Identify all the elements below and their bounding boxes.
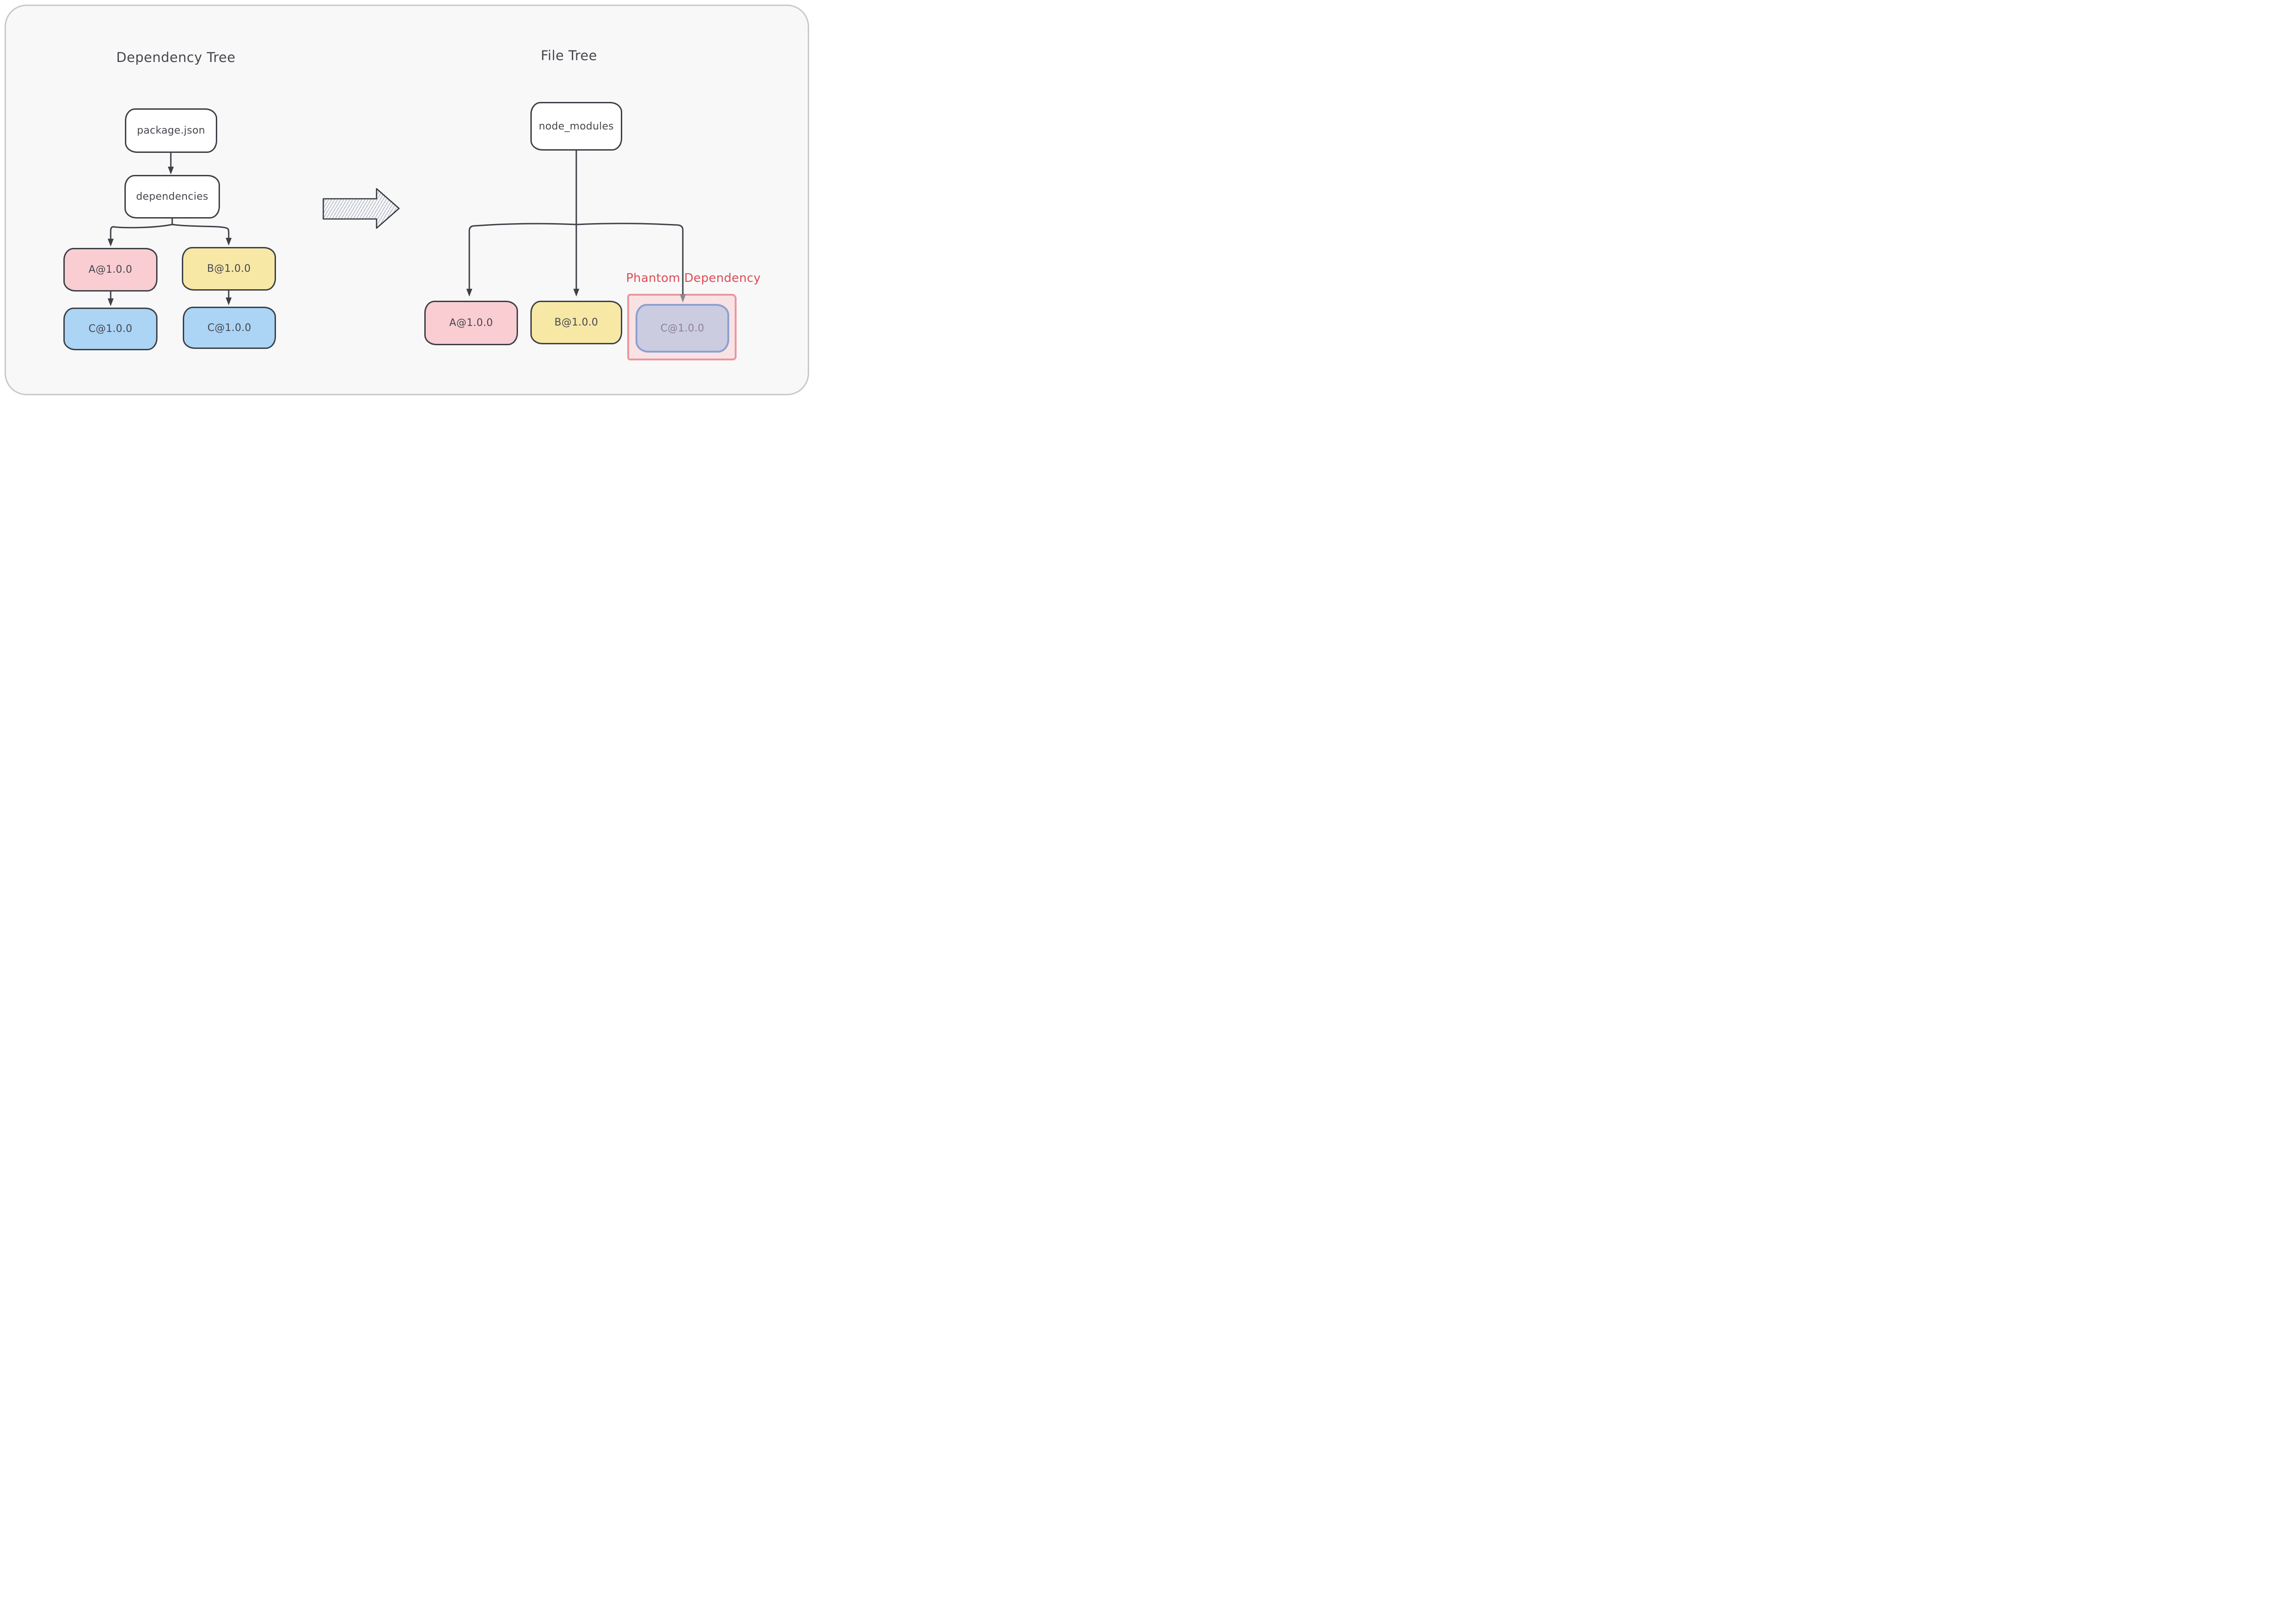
diagram-canvas: Dependency Tree File Tree package.json d… bbox=[0, 0, 814, 400]
arrowhead bbox=[225, 297, 232, 305]
arrowhead bbox=[107, 239, 114, 247]
arrowhead bbox=[573, 289, 580, 297]
node-a-file-tree: A@1.0.0 bbox=[424, 301, 518, 345]
edge-dependencies-a-b bbox=[107, 218, 232, 247]
node-c-phantom: C@1.0.0 bbox=[636, 304, 729, 353]
edge-b-c bbox=[225, 290, 232, 305]
node-package-json: package.json bbox=[125, 108, 217, 153]
node-b-dep-tree: B@1.0.0 bbox=[182, 247, 276, 291]
node-label: B@1.0.0 bbox=[207, 263, 251, 275]
connector-layer bbox=[107, 150, 686, 306]
right-diagram-title: File Tree bbox=[540, 48, 597, 63]
node-label: C@1.0.0 bbox=[88, 323, 133, 335]
node-label: B@1.0.0 bbox=[554, 317, 598, 328]
node-label: A@1.0.0 bbox=[449, 317, 493, 329]
arrowhead bbox=[168, 167, 174, 174]
arrowhead bbox=[225, 238, 232, 246]
node-c-under-b: C@1.0.0 bbox=[183, 307, 276, 349]
edge-packagejson-dependencies bbox=[168, 152, 174, 174]
node-label: package.json bbox=[137, 125, 205, 136]
node-c-under-a: C@1.0.0 bbox=[63, 308, 158, 350]
node-label: C@1.0.0 bbox=[660, 322, 704, 334]
node-dependencies: dependencies bbox=[124, 175, 220, 219]
node-label: C@1.0.0 bbox=[207, 322, 252, 334]
node-a-dep-tree: A@1.0.0 bbox=[63, 248, 158, 292]
phantom-dependency-annotation: Phantom Dependency bbox=[626, 271, 761, 285]
right-arrow-icon bbox=[322, 188, 400, 229]
edge-nodemodules-children bbox=[466, 150, 686, 303]
node-label: A@1.0.0 bbox=[88, 264, 133, 275]
node-label: dependencies bbox=[136, 191, 208, 202]
left-diagram-title: Dependency Tree bbox=[116, 50, 236, 65]
arrowhead bbox=[466, 289, 473, 297]
arrowhead bbox=[107, 298, 114, 306]
node-label: node_modules bbox=[539, 120, 614, 132]
edge-a-c bbox=[107, 291, 114, 306]
phantom-arrowhead bbox=[680, 294, 686, 303]
node-b-file-tree: B@1.0.0 bbox=[530, 301, 622, 344]
node-node-modules: node_modules bbox=[530, 102, 622, 151]
